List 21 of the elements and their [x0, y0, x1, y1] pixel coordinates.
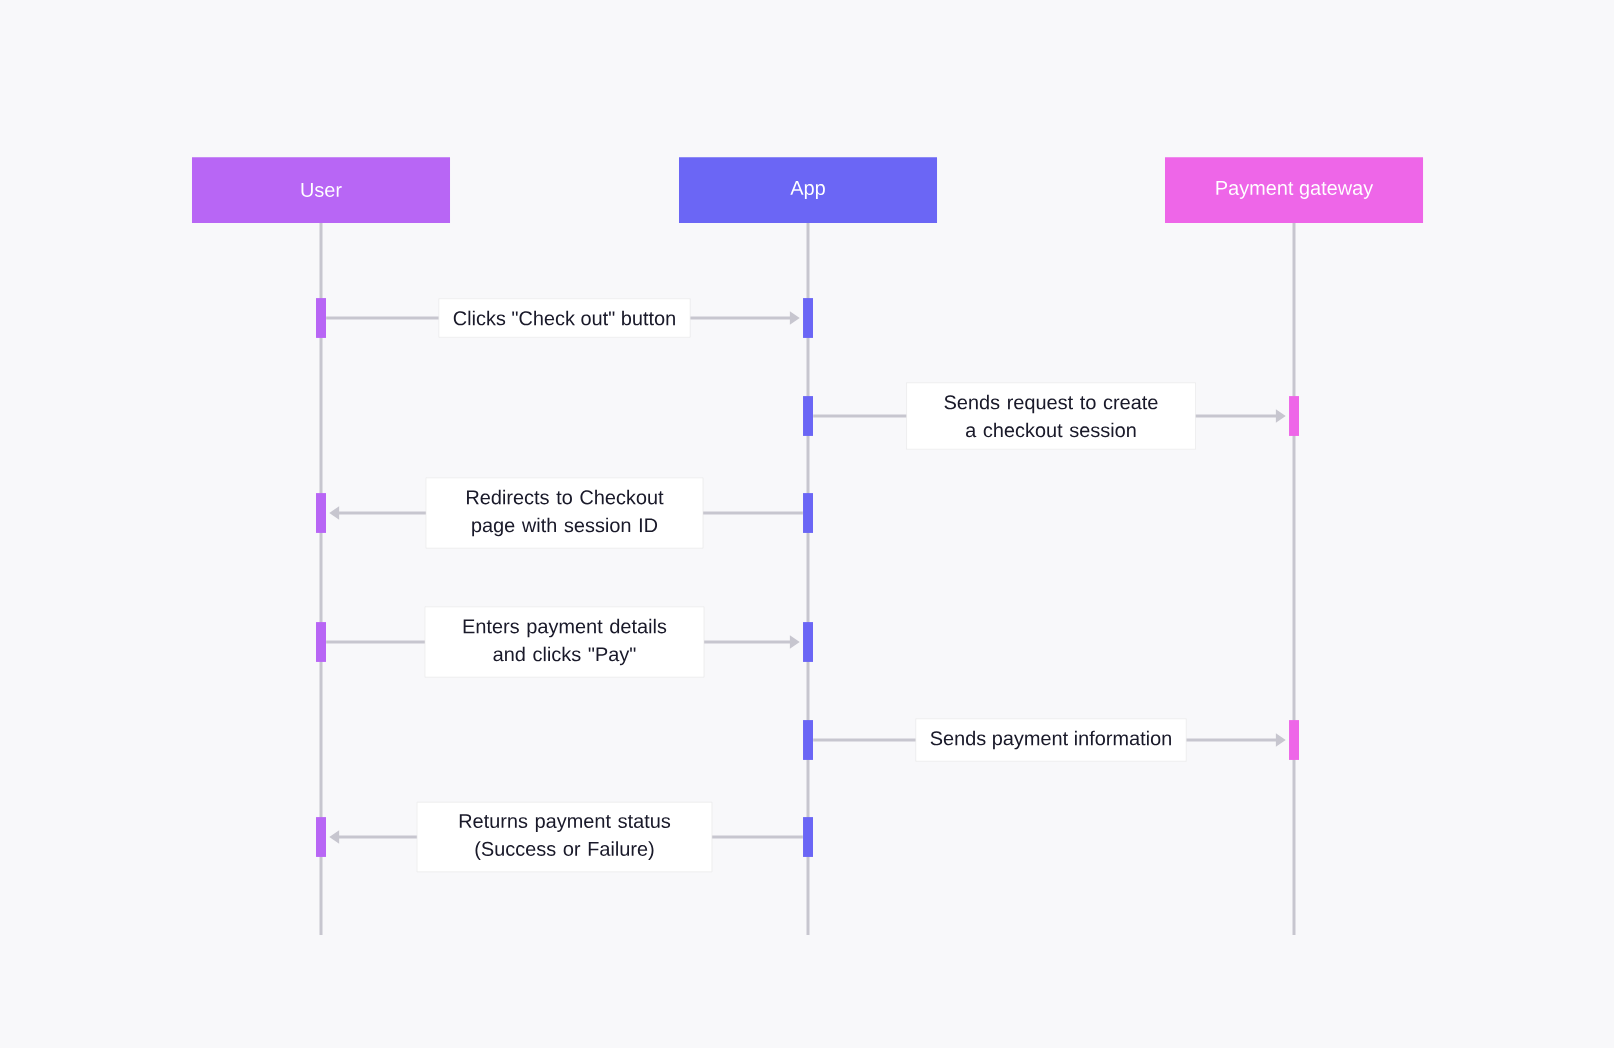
activation-bar — [803, 493, 813, 533]
edge-label: Redirects to Checkout page with session ID — [425, 477, 704, 549]
participant-box: App — [679, 157, 938, 223]
edge-label: Sends request to create a checkout session — [906, 382, 1196, 450]
edge-label: Clicks "Check out" button — [438, 298, 691, 338]
activation-bar — [803, 817, 813, 857]
edge-label: Enters payment details and clicks "Pay" — [424, 606, 705, 678]
activation-bar — [803, 720, 813, 760]
activation-bar — [803, 396, 813, 436]
activation-bar — [803, 298, 813, 338]
activation-bar — [1289, 396, 1299, 436]
activation-bar — [316, 622, 326, 662]
activation-bar — [316, 493, 326, 533]
activation-bar — [1289, 720, 1299, 760]
edge-label: Sends payment information — [915, 718, 1187, 762]
edge-label: Returns payment status (Success or Failure) — [416, 801, 713, 873]
activation-bar — [316, 817, 326, 857]
participant-box: User — [192, 157, 451, 223]
participant-box: Payment gateway — [1165, 157, 1424, 223]
activation-bar — [316, 298, 326, 338]
activation-bar — [803, 622, 813, 662]
